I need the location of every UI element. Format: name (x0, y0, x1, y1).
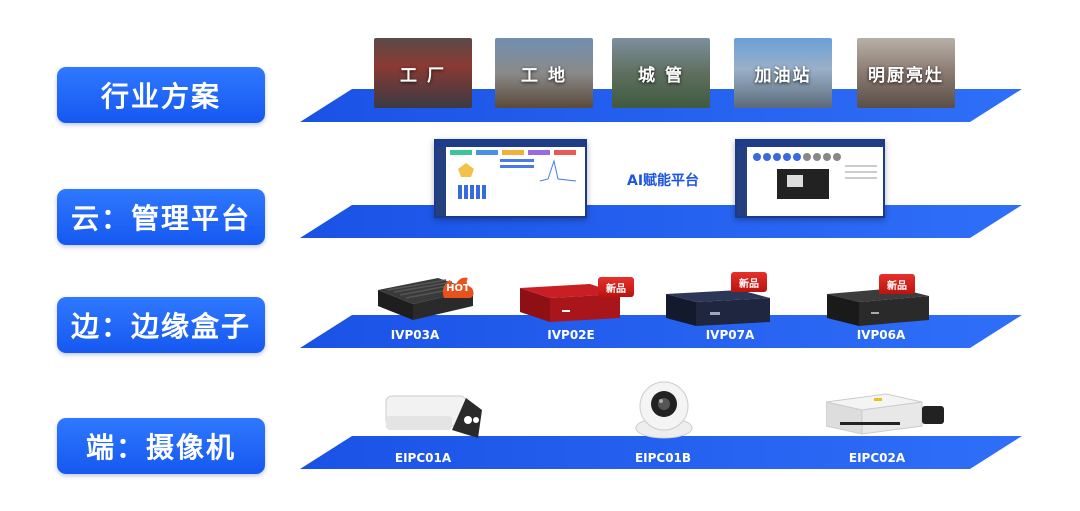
device-ivp02e-image (520, 284, 620, 322)
new-badge: 新品 (598, 277, 634, 297)
product-label-ivp03a: IVP03A (390, 328, 440, 342)
new-badge: 新品 (879, 274, 915, 294)
hot-badge: HOT (440, 276, 476, 300)
scene-construction: 工 地 (495, 38, 593, 108)
platform-video-screen (735, 139, 885, 218)
layer-label-device: 端：摄像机 (57, 418, 265, 474)
scene-gas-station: 加油站 (734, 38, 832, 108)
band-device (300, 436, 1022, 469)
layer-label-edge: 边：边缘盒子 (57, 297, 265, 353)
badge-text: 新品 (739, 278, 759, 290)
device-ivp06a-image (827, 288, 929, 326)
badge-text: HOT (446, 282, 470, 294)
badge-text: 新品 (887, 280, 907, 292)
camera-eipc01a-image (385, 395, 482, 438)
ai-platform-label: AI赋能平台 (627, 173, 700, 189)
band-cloud (300, 205, 1022, 238)
camera-label-eipc01b: EIPC01B (634, 451, 692, 465)
camera-eipc01b-image (635, 381, 693, 439)
scene-label: 工 厂 (400, 65, 446, 86)
new-badge: 新品 (731, 272, 767, 292)
layer-label-industry: 行业方案 (57, 67, 265, 123)
scene-label: 加油站 (754, 65, 812, 86)
scene-label: 工 地 (521, 65, 567, 86)
scene-label: 城 管 (638, 65, 684, 86)
band-edge (300, 315, 1022, 348)
camera-label-eipc01a: EIPC01A (394, 451, 452, 465)
product-label-ivp06a: IVP06A (856, 328, 906, 342)
device-ivp07a-image (666, 290, 770, 326)
video-preview (737, 141, 883, 216)
scene-factory: 工 厂 (374, 38, 472, 108)
scene-city-management: 城 管 (612, 38, 710, 108)
scene-label: 明厨亮灶 (868, 65, 944, 86)
product-label-ivp07a: IVP07A (705, 328, 755, 342)
platform-dashboard-screen (434, 139, 587, 218)
camera-label-eipc02a: EIPC02A (848, 451, 906, 465)
badge-text: 新品 (606, 283, 626, 295)
scene-kitchen: 明厨亮灶 (857, 38, 955, 108)
camera-eipc02a-image (826, 393, 944, 435)
dashboard-preview (436, 141, 585, 216)
product-label-ivp02e: IVP02E (547, 328, 595, 342)
layer-label-cloud: 云：管理平台 (57, 189, 265, 245)
